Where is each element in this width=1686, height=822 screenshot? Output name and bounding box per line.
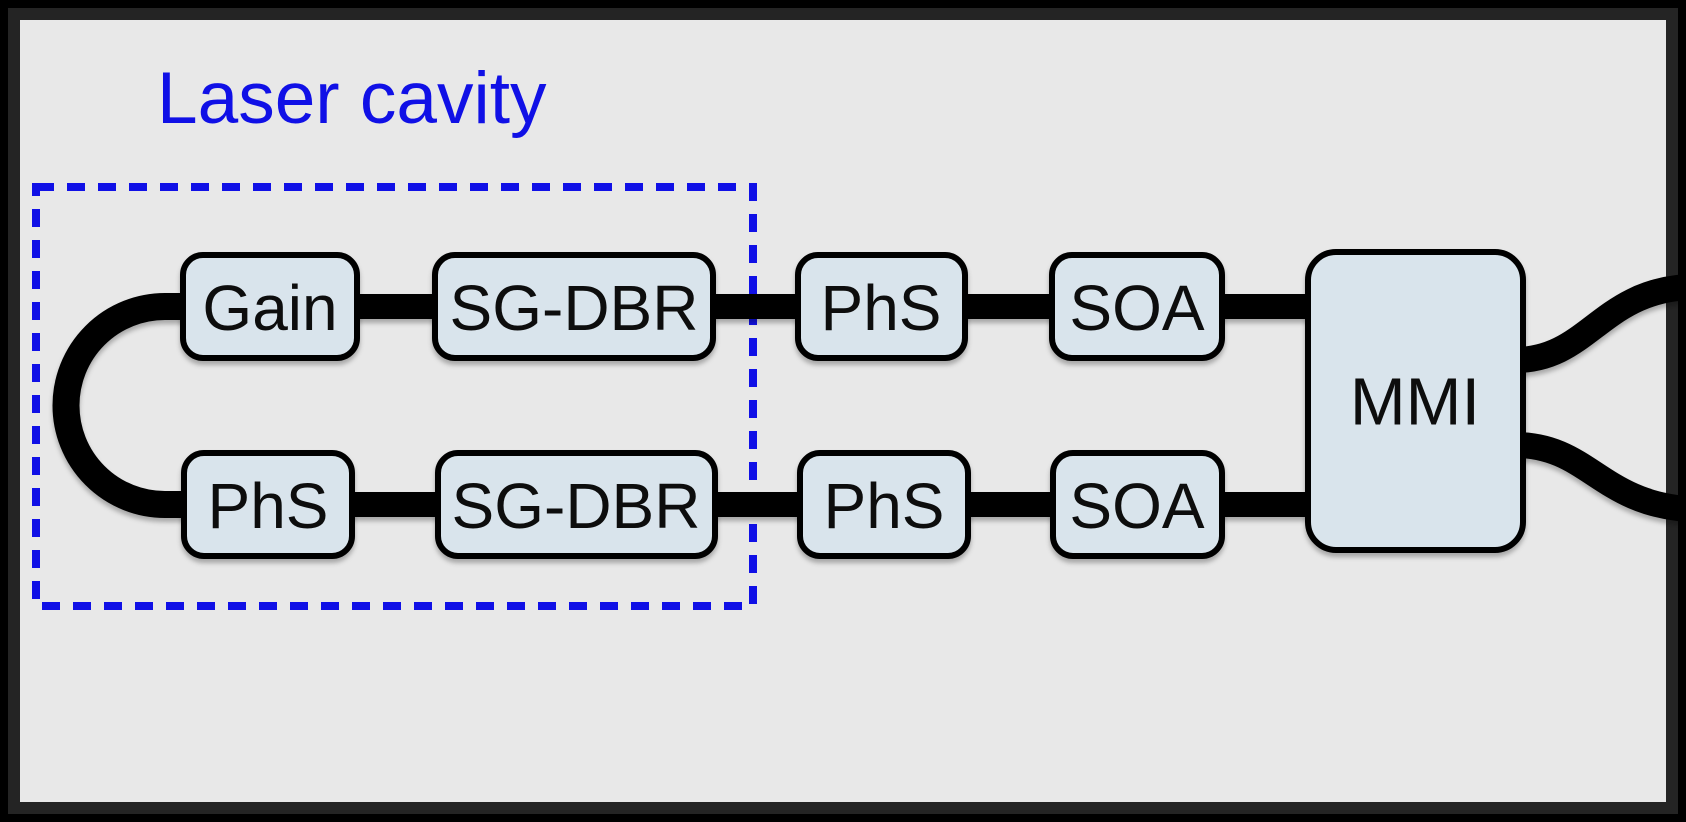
component-soa-bottom: SOA bbox=[1050, 450, 1225, 559]
component-label: PhS bbox=[824, 470, 945, 542]
laser-cavity-boundary bbox=[32, 183, 757, 610]
components: Gain SG-DBR PhS SOA PhS SG-DBR PhS bbox=[180, 249, 1526, 559]
component-box bbox=[432, 252, 716, 361]
component-label: SOA bbox=[1069, 470, 1204, 542]
component-box bbox=[1050, 450, 1225, 559]
component-phs-bottom: PhS bbox=[797, 450, 971, 559]
waveguide-cavity-loop bbox=[52, 293, 210, 518]
component-phs-cavity: PhS bbox=[181, 450, 355, 559]
component-sg-dbr-top: SG-DBR bbox=[432, 252, 716, 361]
component-box bbox=[1049, 252, 1225, 361]
component-box bbox=[795, 252, 968, 361]
component-label: SOA bbox=[1069, 272, 1204, 344]
component-box bbox=[435, 450, 718, 559]
component-box bbox=[797, 450, 971, 559]
component-box bbox=[181, 450, 355, 559]
component-label: SG-DBR bbox=[450, 272, 699, 344]
component-label: Gain bbox=[202, 272, 337, 344]
component-label: SG-DBR bbox=[452, 470, 701, 542]
laser-cavity-title: Laser cavity bbox=[157, 58, 547, 139]
component-label: MMI bbox=[1350, 365, 1480, 440]
waveguide-output-top bbox=[1514, 274, 1686, 373]
component-gain: Gain bbox=[180, 252, 360, 361]
component-label: PhS bbox=[208, 470, 329, 542]
component-sg-dbr-bottom: SG-DBR bbox=[435, 450, 718, 559]
component-label: PhS bbox=[821, 272, 942, 344]
component-soa-top: SOA bbox=[1049, 252, 1225, 361]
component-mmi: MMI bbox=[1305, 249, 1526, 553]
component-phs-top: PhS bbox=[795, 252, 968, 361]
component-box bbox=[1305, 249, 1526, 553]
component-box bbox=[180, 252, 360, 361]
waveguide-output-bottom bbox=[1514, 432, 1686, 522]
